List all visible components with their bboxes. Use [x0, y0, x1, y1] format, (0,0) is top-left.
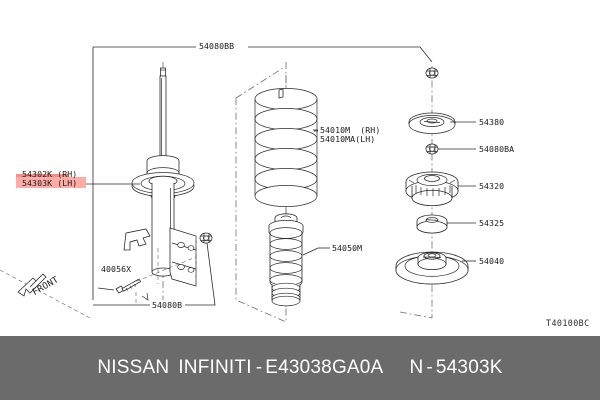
rubber-seat-icon: [395, 251, 469, 285]
upper-bracket-nut-icon: [425, 67, 439, 79]
diagram-canvas: .ln { stroke:#2b2b2b; stroke-width:0.8; …: [0, 41, 590, 328]
bolt-icon: [115, 278, 142, 294]
front-arrow-icon: [17, 273, 47, 297]
separator-dash-2: -: [426, 357, 433, 378]
part-number-prefix: N: [409, 357, 424, 378]
bolt-label: 40056X: [101, 264, 132, 274]
coil-spring-label: 54010M (RH)54010MA(LH): [320, 125, 381, 145]
coil-spring-label-lh: 54010MA(LH): [320, 134, 376, 145]
selected-part-number: 54303K: [435, 357, 503, 378]
bearing-label: 54325: [479, 218, 505, 228]
maker-name: NISSAN: [97, 357, 170, 378]
drawing-code: T40100BC: [546, 318, 590, 328]
strut-assembly-label-lh: 54303K (LH): [22, 178, 78, 189]
upper-nut-icon: [425, 143, 439, 155]
upper-nut-label: 54080BA: [479, 144, 515, 154]
strut-mount-icon: [405, 171, 459, 206]
coil-spring-label-rh: 54010M (RH): [320, 125, 381, 135]
strut-assembly-label-rh: 54302K (RH): [22, 169, 78, 179]
coil-spring-icon: [254, 88, 318, 207]
strut-mount-label: 54320: [479, 181, 505, 191]
nut-lower-icon: [199, 232, 213, 244]
upper-spring-seat-label: 54380: [479, 117, 505, 127]
highlight-band-rh: [16, 174, 68, 177]
highlight-band-lh: [16, 177, 86, 188]
dust-cover-label: 54050M: [332, 243, 363, 253]
marque-name: INFINITI: [178, 357, 252, 378]
mount-stack-drawing: [0, 66, 476, 319]
lower-nut-label: 54080B: [152, 300, 183, 310]
brand-footer-row: NISSAN INFINITI - E43038GA0A N - 54303K: [97, 357, 502, 379]
bearing-icon: [416, 214, 448, 234]
strut-assembly-label: 54302K (RH)54303K (LH): [22, 169, 78, 189]
upper-bracket-leader: [92, 41, 433, 300]
engineering-code: E43038GA0A: [265, 357, 384, 378]
upper-spring-seat-icon: [408, 112, 456, 134]
spring-boot-group: [235, 62, 330, 323]
brand-footer-bar: NISSAN INFINITI - E43038GA0A N - 54303K: [0, 336, 600, 400]
separator-dash-1: -: [255, 357, 263, 378]
parts-illustration-svg: .ln { stroke:#2b2b2b; stroke-width:0.8; …: [0, 41, 476, 323]
strut-assembly-drawing: [86, 62, 216, 306]
upper-bracket-label: 54080BB: [199, 41, 235, 51]
rubber-seat-label: 54040: [479, 256, 505, 266]
dust-cover-icon: [268, 213, 304, 307]
